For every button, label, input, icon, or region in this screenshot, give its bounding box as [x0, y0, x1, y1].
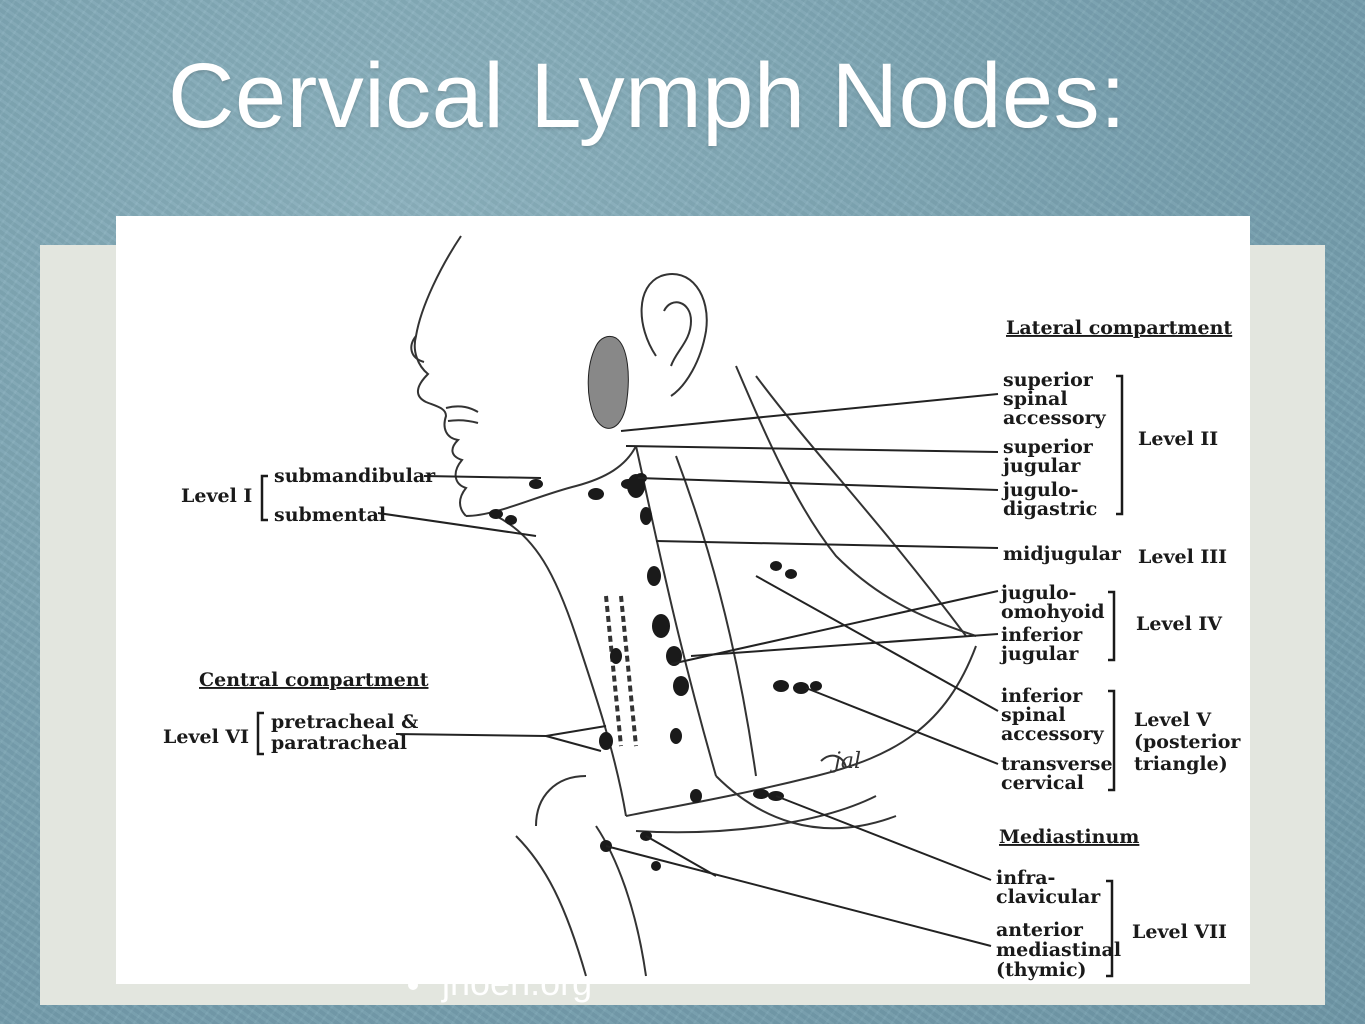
node-label-pretracheal: pretracheal &: [271, 711, 418, 733]
slide-title: Cervical Lymph Nodes:: [168, 45, 1127, 147]
node: [647, 566, 661, 586]
artist-signature: jal: [829, 749, 861, 774]
clavicle-lower: [635, 795, 877, 834]
bracket: [1106, 879, 1114, 978]
anatomy-drawing: [410, 235, 977, 977]
node: [529, 479, 543, 489]
brackets: [256, 374, 1124, 978]
ear: [640, 273, 708, 397]
ear-inner: [663, 301, 693, 367]
level-iv-label: Level IV: [1136, 613, 1223, 635]
leader-line: [637, 477, 999, 491]
leader-line: [423, 475, 542, 479]
node: [673, 676, 689, 696]
signature-flourish: [820, 754, 847, 769]
leader-line: [545, 735, 602, 752]
lateral-compartment-header: Lateral compartment: [1006, 317, 1232, 339]
bullet-icon: [408, 980, 418, 991]
node: [652, 614, 670, 638]
node: [666, 646, 682, 666]
nose: [410, 335, 425, 363]
level-vi-label: Level VI: [163, 726, 249, 748]
leader-line: [605, 845, 992, 947]
scm-front: [635, 445, 717, 777]
leader-line: [755, 575, 999, 712]
leader-line: [805, 687, 999, 765]
node-label-jugulo-digastric: jugulo- digastric: [1001, 479, 1097, 520]
lymph-nodes: [489, 473, 822, 871]
trachea: [604, 595, 638, 747]
node: [599, 732, 613, 750]
lymph-node-diagram: Lateral compartment Level I submandibula…: [116, 216, 1250, 984]
diagram-svg: Lateral compartment Level I submandibula…: [163, 235, 1247, 981]
node: [505, 515, 517, 525]
node: [810, 681, 822, 691]
bracket: [256, 711, 264, 756]
level-iii-label: Level III: [1138, 546, 1227, 568]
node: [670, 728, 682, 744]
node-label-inferior-jugular: inferior jugular: [999, 624, 1089, 665]
neck-front: [495, 515, 627, 817]
node-label-paratracheal: paratracheal: [271, 732, 407, 754]
node: [753, 789, 769, 799]
chin-jaw: [465, 445, 637, 517]
leader-line: [377, 512, 537, 537]
shoulder: [715, 775, 897, 830]
node-label-jugulo-omohyoid: jugulo- omohyoid: [999, 582, 1104, 623]
node-label-anterior-mediastinal: anterior mediastinal (thymic): [996, 919, 1128, 981]
leader-line: [395, 733, 547, 737]
node: [651, 861, 661, 871]
sternum: [595, 825, 647, 977]
leader-line: [620, 393, 999, 432]
central-compartment-header: Central compartment: [199, 669, 429, 691]
rib: [515, 775, 587, 977]
node-label-submandibular: submandibular: [274, 465, 436, 487]
leader-line: [645, 835, 717, 877]
leader-line: [545, 725, 607, 737]
bracket: [1116, 374, 1124, 516]
parotid-gland: [587, 335, 629, 429]
node-label-infra-clavicular: infra- clavicular: [996, 867, 1101, 908]
leader-line: [670, 590, 999, 665]
leader-lines: [377, 393, 999, 947]
node: [489, 509, 503, 519]
level-vii-label: Level VII: [1132, 921, 1227, 943]
node: [793, 682, 809, 694]
node: [785, 569, 797, 579]
node: [690, 789, 702, 803]
lips: [445, 405, 479, 424]
node: [610, 648, 622, 664]
node: [640, 507, 652, 525]
bracket: [1108, 689, 1116, 792]
node-label-transverse-cervical: transverse cervical: [1001, 753, 1119, 794]
leader-line: [625, 445, 999, 453]
leader-line: [655, 540, 999, 549]
node: [588, 488, 604, 500]
leader-line: [690, 633, 999, 657]
mediastinum-header: Mediastinum: [999, 826, 1139, 848]
scm-back: [675, 455, 757, 777]
node: [770, 561, 782, 571]
level-i-label: Level I: [181, 485, 252, 507]
node-label-superior-jugular: superior jugular: [1001, 436, 1099, 477]
level-ii-label: Level II: [1138, 428, 1218, 450]
node-label-inferior-spinal-accessory: inferior spinal accessory: [1001, 685, 1105, 745]
bracket: [260, 474, 268, 522]
node: [773, 680, 789, 692]
node: [627, 474, 645, 498]
trapezius: [755, 375, 967, 637]
node-label-submental: submental: [274, 504, 386, 526]
node-label-superior-spinal-accessory: superior spinal accessory: [1003, 369, 1107, 429]
node-label-midjugular: midjugular: [1003, 543, 1122, 565]
level-v-label: Level V (posterior triangle): [1134, 709, 1247, 775]
neck-back: [735, 365, 977, 637]
bracket: [1108, 590, 1116, 662]
leader-line: [775, 795, 992, 881]
clavicle: [625, 645, 977, 817]
